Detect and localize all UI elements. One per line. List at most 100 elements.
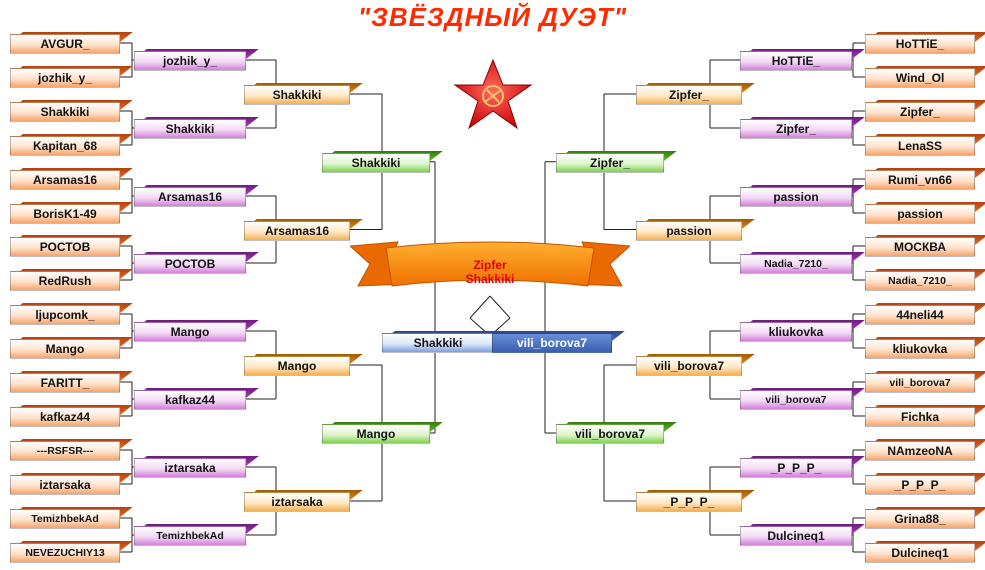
right-r1-player-10: kliukovka [865, 337, 985, 359]
left-r1-player-1: AVGUR_ [10, 32, 133, 54]
left-r1-player-16: NEVEZUCHIY13 [10, 541, 133, 563]
player-name: Shakkiki [10, 102, 120, 122]
left-r1-player-14: iztarsaka [10, 473, 133, 495]
player-name: ---RSFSR--- [10, 441, 120, 461]
player-name: passion [636, 220, 742, 241]
left-r2-player-2: Shakkiki [134, 117, 259, 139]
left-r3-player-3: Mango [244, 354, 363, 376]
right-r1-player-6: passion [865, 202, 985, 224]
player-name: jozhik_y_ [10, 68, 120, 88]
player-name: Fichka [865, 407, 975, 427]
left-r2-player-6: kafkaz44 [134, 388, 259, 410]
player-name: jozhik_y_ [134, 51, 246, 71]
right-r2-player-7: _P_P_P_ [740, 456, 865, 478]
left-r1-player-5: Arsamas16 [10, 168, 133, 190]
right-r1-player-8: Nadia_7210_ [865, 269, 985, 291]
player-name: vili_borova7 [556, 424, 664, 444]
player-name: NAmzeoNA [865, 441, 975, 461]
player-name: Kapitan_68 [10, 136, 120, 156]
bracket-line [489, 295, 511, 319]
player-name: _P_P_P_ [740, 458, 852, 478]
right-r3-player-1: Zipfer_ [636, 83, 755, 105]
player-name: TemizhbekAd [134, 526, 246, 546]
player-name: vili_borova7 [492, 333, 612, 353]
player-name: Zipfer_ [556, 152, 664, 173]
left-r1-player-4: Kapitan_68 [10, 134, 133, 156]
player-name: Dulcineq1 [865, 543, 975, 563]
player-name: BorisK1-49 [10, 204, 120, 224]
semi-left-player: Shakkiki [382, 331, 507, 353]
player-name: Shakkiki [134, 119, 246, 139]
left-r1-player-12: kafkaz44 [10, 405, 133, 427]
left-r1-player-11: FARITT_ [10, 371, 133, 393]
right-r2-player-1: HoTTiE_ [740, 49, 865, 71]
left-r1-player-2: jozhik_y_ [10, 66, 133, 88]
right-r2-player-5: kliukovka [740, 320, 865, 342]
left-r4-player-1: Shakkiki [322, 150, 443, 173]
right-r3-player-4: _P_P_P_ [636, 490, 755, 512]
right-r1-player-5: Rumi_vn66 [865, 168, 985, 190]
player-name: Wind_Ol [865, 68, 975, 88]
player-name: NEVEZUCHIY13 [10, 543, 120, 563]
right-r2-player-4: Nadia_7210_ [740, 252, 865, 274]
left-r2-player-5: Mango [134, 320, 259, 342]
left-r1-player-3: Shakkiki [10, 100, 133, 122]
player-name: Zipfer_ [865, 102, 975, 122]
right-r2-player-2: Zipfer_ [740, 117, 865, 139]
right-r1-player-4: LenaSS [865, 134, 985, 156]
player-name: iztarsaka [244, 492, 350, 512]
player-name: Arsamas16 [244, 220, 350, 241]
player-name: HoTTiE_ [865, 34, 975, 54]
right-r1-player-1: HoTTiE_ [865, 32, 985, 54]
page-title: "ЗВЁЗДНЫЙ ДУЭТ" [357, 2, 628, 32]
right-r1-player-15: Grina88_ [865, 507, 985, 529]
player-name: Shakkiki [322, 152, 430, 173]
left-r2-player-8: TemizhbekAd [134, 524, 259, 546]
player-name: Grina88_ [865, 509, 975, 529]
player-name: passion [865, 204, 975, 224]
player-name: Nadia_7210_ [740, 254, 852, 274]
left-r1-player-9: ljupcomk_ [10, 303, 133, 325]
final-player-bottom: Shakkiki [465, 272, 515, 286]
player-name: AVGUR_ [10, 34, 120, 54]
player-name: РОСТОВ [10, 237, 120, 257]
player-name: Mango [322, 424, 430, 444]
left-r3-player-2: Arsamas16 [244, 218, 363, 241]
right-r1-player-7: МОСКВА [865, 235, 985, 257]
right-r1-player-14: _P_P_P_ [865, 473, 985, 495]
player-name: vili_borova7 [865, 373, 975, 393]
final-banner: Zipfer Shakkiki [348, 240, 632, 298]
player-name: Rumi_vn66 [865, 170, 975, 190]
right-r2-player-6: vili_borova7 [740, 388, 865, 410]
right-r1-player-12: Fichka [865, 405, 985, 427]
player-name: iztarsaka [134, 458, 246, 478]
player-name: Shakkiki [244, 85, 350, 105]
left-r4-player-2: Mango [322, 422, 443, 444]
player-name: FARITT_ [10, 373, 120, 393]
left-r1-player-10: Mango [10, 337, 133, 359]
left-r2-player-4: РОСТОВ [134, 252, 259, 274]
player-name: _P_P_P_ [865, 475, 975, 495]
left-r2-player-3: Arsamas16 [134, 185, 259, 207]
player-name: Mango [134, 322, 246, 342]
left-r3-player-1: Shakkiki [244, 83, 363, 105]
player-name: Arsamas16 [134, 187, 246, 207]
right-r4-player-2: vili_borova7 [556, 422, 677, 444]
player-name: iztarsaka [10, 475, 120, 495]
left-r1-player-7: РОСТОВ [10, 235, 133, 257]
player-name: РОСТОВ [134, 254, 246, 274]
right-r4-player-1: Zipfer_ [556, 150, 677, 173]
right-r1-player-9: 44neli44 [865, 303, 985, 325]
player-name: Zipfer_ [636, 85, 742, 105]
player-name: LenaSS [865, 136, 975, 156]
left-r1-player-13: ---RSFSR--- [10, 439, 133, 461]
player-name: Zipfer_ [740, 119, 852, 139]
right-r1-player-3: Zipfer_ [865, 100, 985, 122]
right-r2-player-8: Dulcineq1 [740, 524, 865, 546]
player-name: Mango [10, 339, 120, 359]
right-r3-player-3: vili_borova7 [636, 354, 755, 376]
player-name: 44neli44 [865, 305, 975, 325]
left-r1-player-6: BorisK1-49 [10, 202, 133, 224]
player-name: kliukovka [740, 322, 852, 342]
